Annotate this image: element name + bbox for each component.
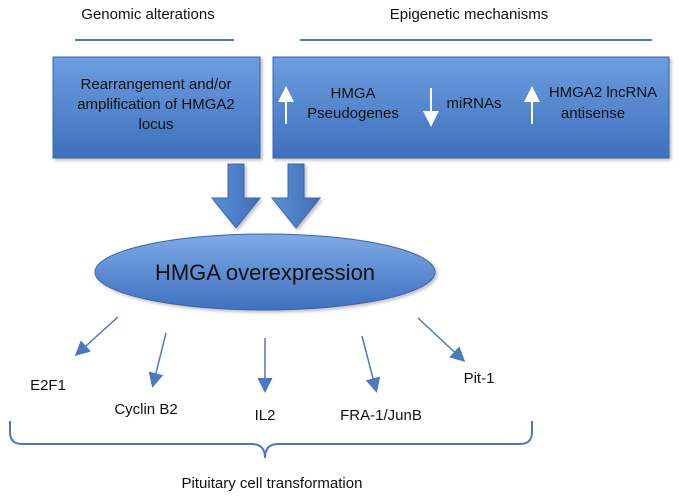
target-cyclin-b2: Cyclin B2	[114, 401, 177, 418]
genomic-box	[52, 56, 261, 159]
arrow-to-e2f1	[74, 316, 119, 357]
genomic-header: Genomic alterations	[81, 6, 214, 23]
epigenetic-box	[272, 56, 670, 159]
target-e2f1: E2F1	[30, 377, 66, 394]
target-fra1-junb: FRA-1/JunB	[340, 407, 422, 424]
epigenetic-item-3-line-2: antisense	[561, 105, 625, 122]
epigenetic-item-1-line-2: Pseudogenes	[307, 105, 399, 122]
epigenetic-item-3-line-1: HMGA2 lncRNA	[549, 84, 657, 101]
block-arrow-epigenetic	[270, 163, 322, 229]
arrow-to-fra1-junb	[361, 335, 381, 393]
genomic-box-line-1: Rearrangement and/or	[81, 76, 232, 93]
block-arrow-genomic	[210, 163, 262, 229]
target-pit1: Pit-1	[464, 370, 495, 387]
epigenetic-header: Epigenetic mechanisms	[390, 6, 548, 23]
epigenetic-item-1-line-1: HMGA	[331, 85, 376, 102]
genomic-box-line-3: locus	[138, 116, 173, 133]
outcome-brace	[9, 421, 533, 459]
arrow-to-cyclin-b2	[148, 332, 167, 388]
outcome-label: Pituitary cell transformation	[182, 475, 363, 492]
genomic-box-line-2: amplification of HMGA2	[77, 96, 235, 113]
hmga-overexpression-node	[94, 233, 436, 311]
arrow-to-pit1	[417, 317, 466, 363]
epigenetic-item-2-line-1: miRNAs	[447, 95, 502, 112]
center-label: HMGA overexpression	[155, 260, 375, 285]
target-il2: IL2	[255, 407, 276, 424]
